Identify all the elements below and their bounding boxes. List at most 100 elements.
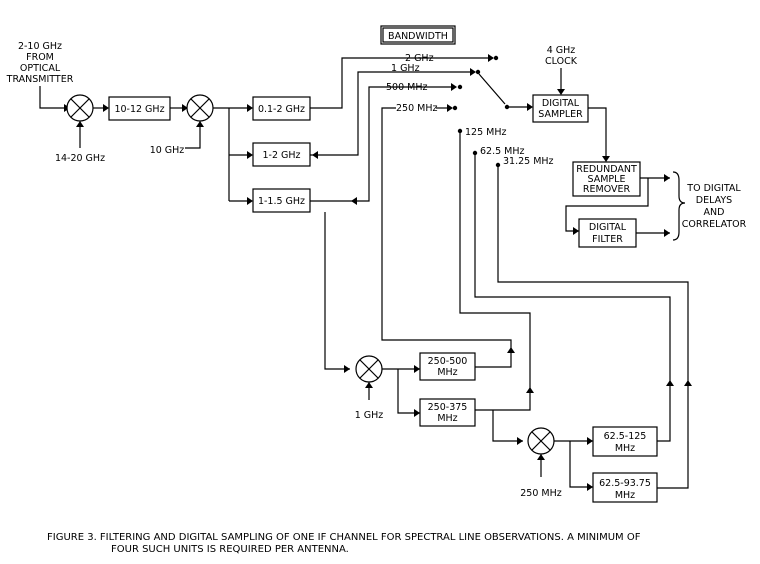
arrow-remover-out [664,174,670,182]
arrow-1ghz-back [312,151,318,159]
arrow-f250500-in [414,365,420,373]
output-brace [672,171,686,241]
lo2-label: 10 GHz [150,145,185,156]
wire-500mhz [310,86,455,202]
bw-option-62.5mhz: 62.5 MHz [480,146,525,157]
switch-arm [478,73,506,105]
digital-filter-line1: DIGITAL [589,222,627,233]
filter-1-2ghz-label: 1-2 GHz [262,150,300,161]
arrow-f250375-in [414,409,420,417]
arrow-lo1 [76,121,84,127]
arrow-250mhz-up [507,347,515,353]
mixer-4 [527,427,555,455]
remover-line3: REMOVER [583,184,631,195]
mixer-3 [355,355,383,383]
filter-250-375mhz-line1: 250-375 [428,402,468,413]
arrow-lo2 [196,121,204,127]
mixer-1 [66,94,94,122]
arrow-500mhz-back [351,197,357,205]
output-label-line4: CORRELATOR [682,219,747,230]
bw-option-500mhz: 500 MHz [386,82,427,93]
wire-2ghz [310,57,488,109]
bw-option-2ghz: 2 GHz [405,53,434,64]
filter-1-1.5ghz-label: 1-1.5 GHz [258,196,305,207]
output-label-line3: AND [704,207,725,218]
wire-m3-f250375 [397,369,420,414]
arrow-125mhz-up [526,387,534,393]
arrow-f115-in [247,197,253,205]
arrow-m4-in [517,437,523,445]
arrow-f6259375-in [587,483,593,491]
arrow-lo4 [537,454,545,460]
switch-common [504,104,510,110]
wire-125mhz-route [459,131,531,411]
filter-62.5-125mhz-line1: 62.5-125 [604,431,647,442]
arrow-sampler-in [527,103,533,111]
arrow-250mhz [447,104,453,112]
filter-250-375mhz [419,398,476,427]
switch-contact-1ghz [475,69,481,75]
bw-option-125mhz: 125 MHz [465,127,506,138]
filter-62.5-125mhz [592,426,658,457]
switch-contact-250mhz [452,105,458,111]
lo1-label: 14-20 GHz [55,153,105,164]
bw-option-31.25mhz: 31.25 MHz [503,156,554,167]
arrow-1ghz [470,68,476,76]
bandwidth-title-box-inner [382,27,454,43]
remover-line1: REDUNDANT [576,164,637,175]
arrow-f625125-in [587,437,593,445]
filter-250-375mhz-line2: MHz [437,413,457,424]
wire-remover-to-filter [565,178,649,232]
arrow-2ghz [488,54,494,62]
filter-62.5-93.75mhz-line2: MHz [615,490,635,501]
input-label-line1: 2-10 GHz [18,41,62,52]
wire-62.5mhz-route [474,153,671,442]
caption-line1: FIGURE 3. FILTERING AND DIGITAL SAMPLING… [47,532,641,543]
filter-250-500mhz-line1: 250-500 [428,356,468,367]
wire-1ghz [310,71,470,156]
arrow-f012-in [247,104,253,112]
wire-250mhz-route [381,107,512,368]
caption-line2: FOUR SUCH UNITS IS REQUIRED PER ANTENNA. [111,544,349,555]
bandwidth-title: BANDWIDTH [388,31,448,42]
bandwidth-title-box [380,25,456,45]
arrow-f12-in [247,151,253,159]
output-label-line1: TO DIGITAL [686,183,741,194]
filter-0.1-2ghz-label: 0.1-2 GHz [258,104,305,115]
filter-250-500mhz-line2: MHz [437,367,457,378]
bw-option-250mhz: 250 MHz [396,103,437,114]
lo4-label: 250 MHz [520,488,561,499]
input-label-line3: OPTICAL [20,63,61,74]
switch-contact-500mhz [457,84,463,90]
filter-10-12ghz-label: 10-12 GHz [114,104,164,115]
switch-contact-2ghz [493,55,499,61]
wire-31.25mhz-route [497,165,689,489]
wire-f250375-m4 [492,410,523,442]
digital-filter-line2: FILTER [592,234,623,245]
arrow-filter-out [664,229,670,237]
arrow-62.5mhz-up [666,380,674,386]
digital-sampler-line1: DIGITAL [542,98,580,109]
wire-m4-f6259375 [569,441,593,488]
wire-input [39,86,64,109]
arrow-m3-in [344,365,350,373]
filter-62.5-125mhz-line2: MHz [615,443,635,454]
output-label-line2: DELAYS [696,195,732,206]
redundant-sample-remover-box [572,161,641,197]
digital-sampler-line2: SAMPLER [538,109,583,120]
filter-250-500mhz [419,352,476,381]
input-label-line2: FROM [26,52,54,63]
arrow-lo3 [365,382,373,388]
arrow-filter-in [573,227,579,235]
arrow-clock [557,89,565,95]
filter-62.5-93.75mhz-line1: 62.5-93.75 [599,478,651,489]
arrow-31.25mhz-up [684,380,692,386]
remover-line2: SAMPLE [588,174,626,185]
wire-f115-m3 [324,212,350,370]
digital-filter-box [578,218,637,248]
lo3-label: 1 GHz [355,410,384,421]
arrow-500mhz [451,83,457,91]
arrow-f1012-in [103,104,109,112]
clock-label-line2: CLOCK [545,56,578,67]
